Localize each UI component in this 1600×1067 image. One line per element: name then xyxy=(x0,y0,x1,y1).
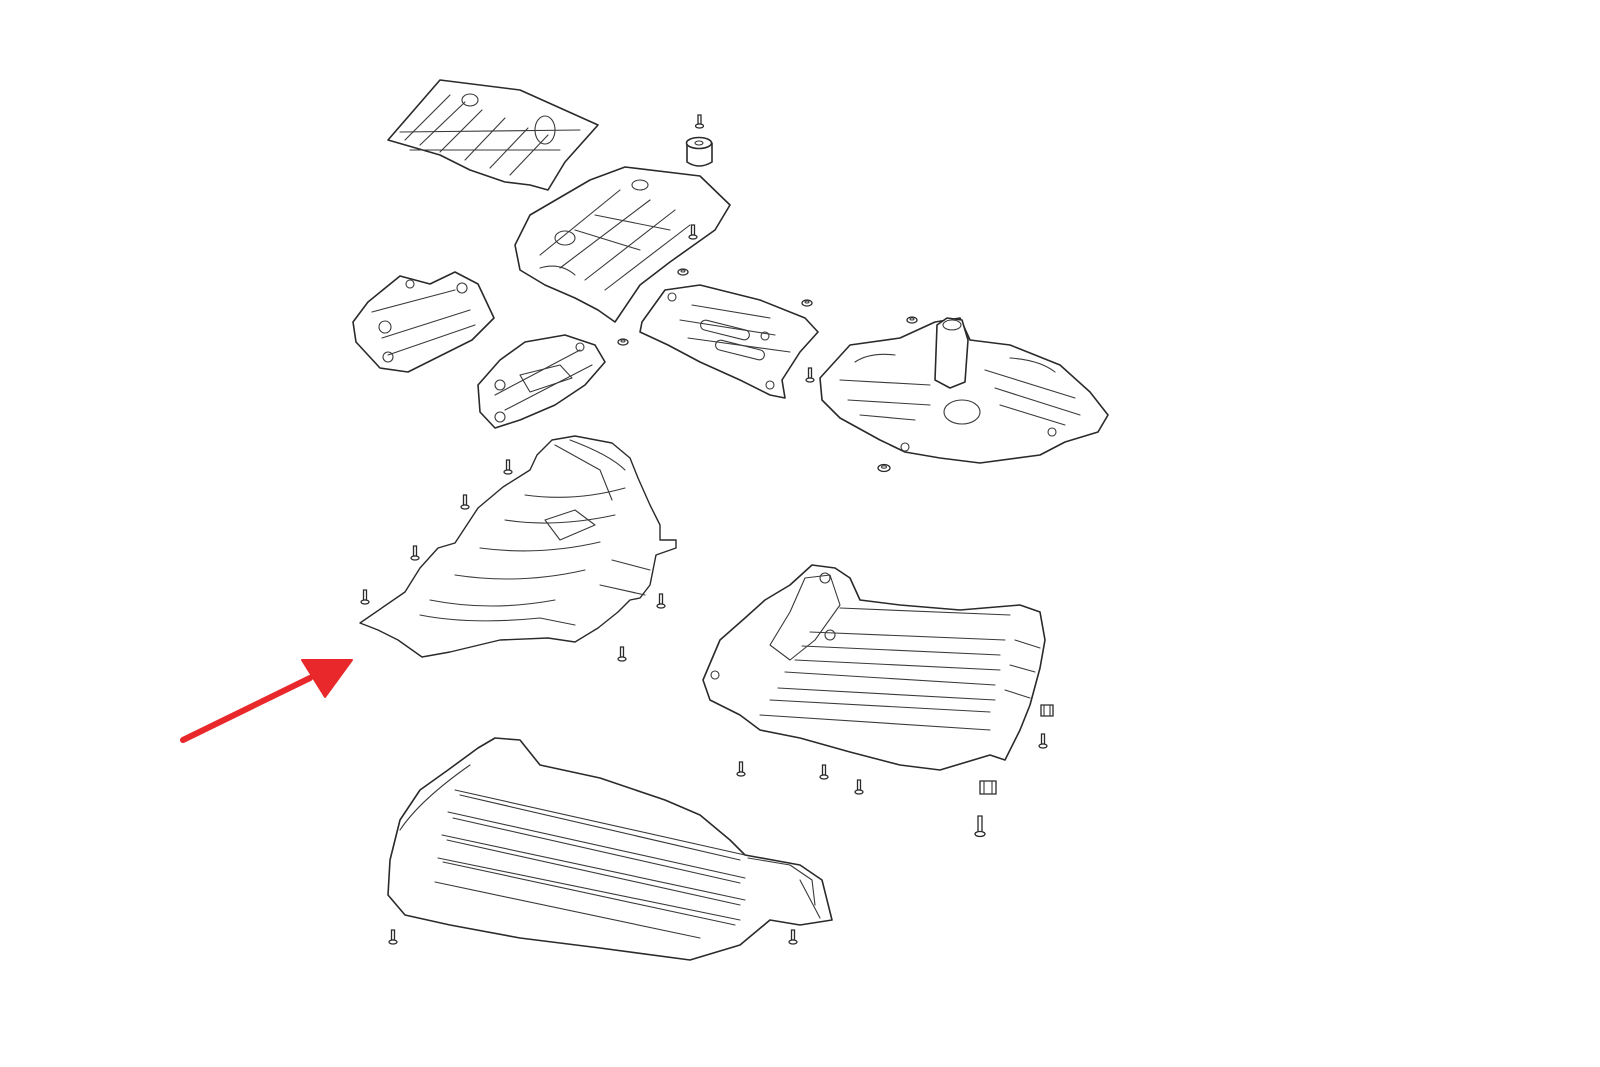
upper-left-skid-plate xyxy=(387,79,599,191)
left-bracket-plate xyxy=(352,271,495,373)
fasteners xyxy=(360,224,1054,945)
red-arrow-icon xyxy=(180,659,353,743)
bolt xyxy=(460,494,470,510)
bolt xyxy=(388,929,398,945)
bolt xyxy=(877,463,891,473)
bolt xyxy=(805,367,815,383)
bolt xyxy=(788,929,798,945)
lower-front-skid-plate xyxy=(387,737,833,961)
bolt xyxy=(974,815,986,838)
bolt xyxy=(736,761,746,777)
bolt xyxy=(617,338,629,346)
bolt xyxy=(801,299,813,307)
front-engine-skid-plate xyxy=(359,435,677,658)
bolt xyxy=(656,593,666,609)
clip-nut xyxy=(1040,704,1054,717)
bolt xyxy=(360,589,370,605)
bolt xyxy=(410,545,420,561)
transfer-case-skid-plate xyxy=(639,284,819,399)
right-transmission-skid-plate xyxy=(702,564,1046,771)
bolt xyxy=(854,779,864,795)
bolt xyxy=(677,268,689,276)
rubber-bushing xyxy=(685,114,713,167)
upper-center-skid-plate xyxy=(514,166,731,323)
clip-nut xyxy=(979,780,997,795)
rear-fuel-tank-skid-plate xyxy=(819,317,1109,464)
bolt xyxy=(819,764,829,780)
bolt xyxy=(617,646,627,662)
bolt xyxy=(1038,733,1048,749)
bolt xyxy=(906,316,918,324)
bolt xyxy=(503,459,513,475)
small-bracket-plate xyxy=(477,334,606,429)
bolt xyxy=(688,224,698,240)
